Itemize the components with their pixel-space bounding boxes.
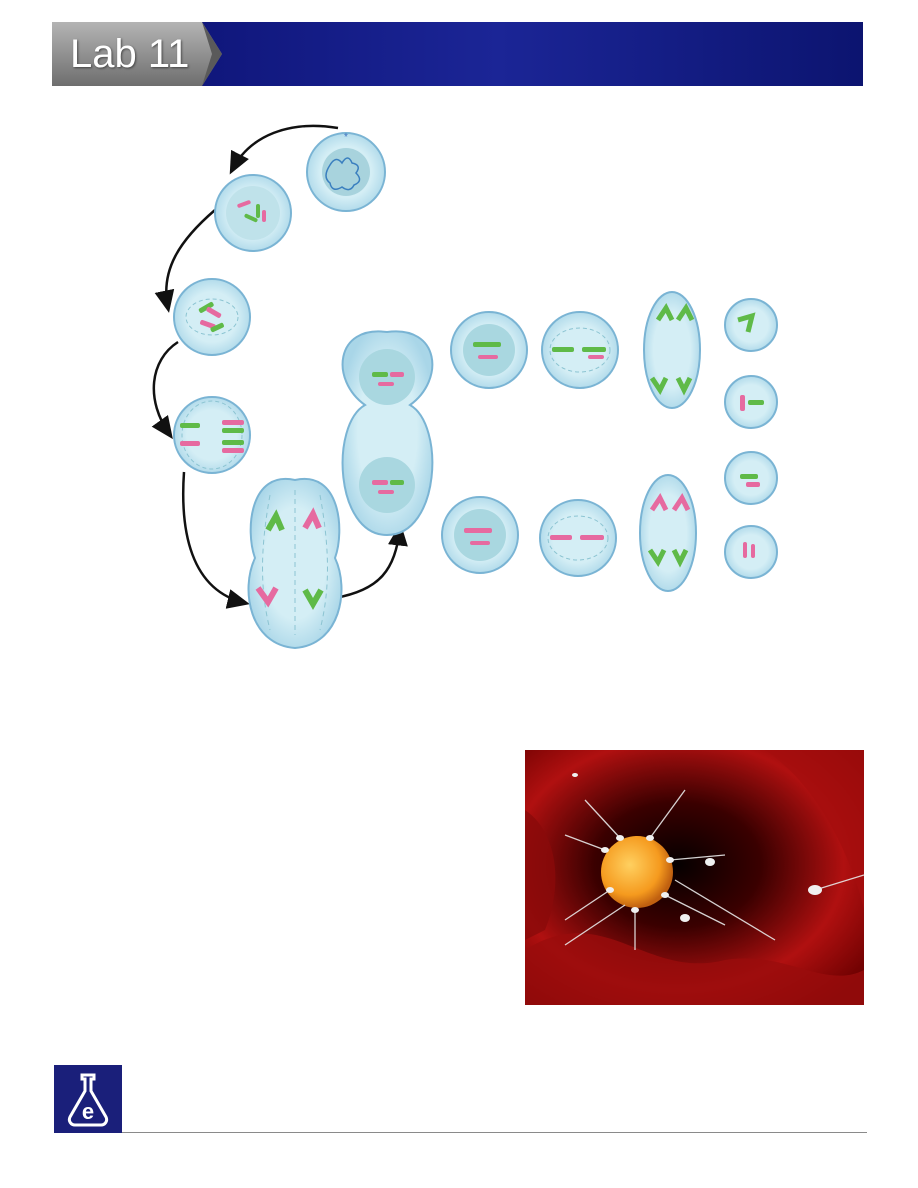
meiosis-ii-bottom-row xyxy=(441,451,778,592)
anaphase-i-cell xyxy=(247,477,343,650)
prophase-i-cell xyxy=(214,174,292,252)
meiosis-diagram: * xyxy=(151,124,778,650)
telophase-i-cell xyxy=(341,330,434,537)
header-tab: Lab 11 xyxy=(52,22,222,86)
prometaphase-i-cell xyxy=(173,278,251,356)
flask-icon: e xyxy=(67,1073,109,1127)
page-title: Lab 11 xyxy=(70,32,190,76)
header-tab-shape xyxy=(52,22,222,86)
meiosis-ii-top-row xyxy=(450,291,778,429)
svg-text:e: e xyxy=(82,1099,94,1124)
fertilization-egg-and-sperm-image xyxy=(525,750,864,1005)
cycle-arrows xyxy=(151,124,408,609)
fertilization-photo xyxy=(525,750,864,1005)
footer-divider xyxy=(122,1132,867,1133)
interphase-cell: * xyxy=(306,132,386,212)
flask-e-logo: e xyxy=(54,1065,122,1133)
metaphase-i-cell xyxy=(173,396,251,474)
svg-text:*: * xyxy=(344,132,348,143)
